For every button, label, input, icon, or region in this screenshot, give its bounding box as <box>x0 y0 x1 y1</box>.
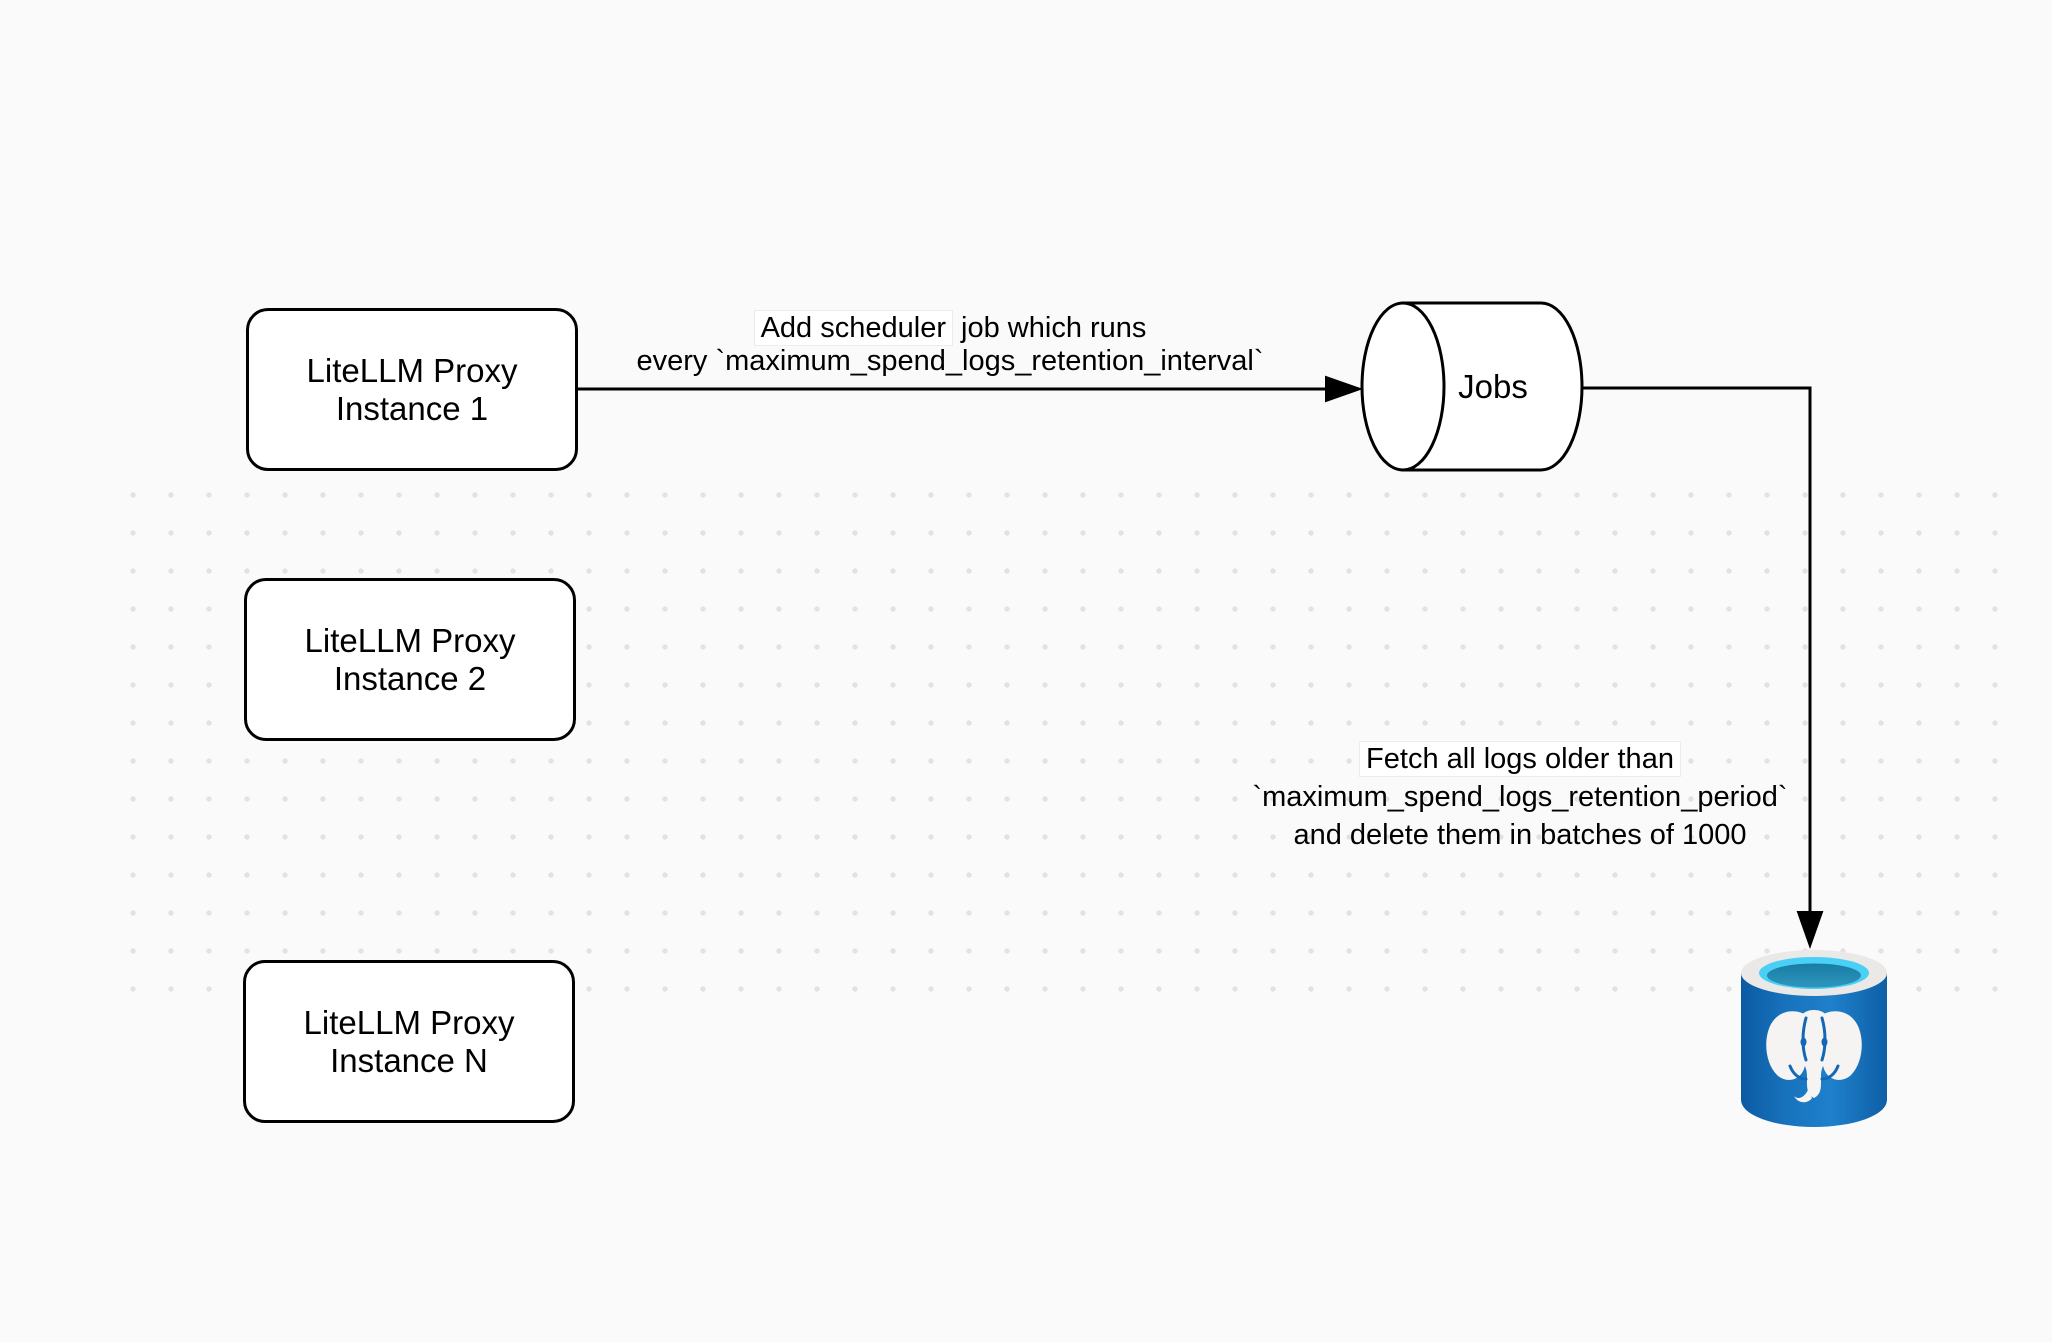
postgresql-database-icon <box>1741 950 1887 1127</box>
node-label-line: Instance N <box>330 1041 488 1079</box>
node-label-line: LiteLLM Proxy <box>304 621 516 659</box>
edge-label-scheduler-line1: Add scheduler job which runs <box>600 310 1300 346</box>
node-label-line: Instance 2 <box>333 659 487 697</box>
pg-top-liquid <box>1767 963 1861 988</box>
label-highlight-box: Fetch all logs older than <box>1359 741 1681 777</box>
edge-label-scheduler: Add scheduler job which runs every `maxi… <box>600 310 1300 378</box>
elephant-left-eye <box>1800 1037 1807 1047</box>
node-label-line: LiteLLM Proxy <box>306 351 518 389</box>
node-litellm-proxy-instance-n: LiteLLM Proxy Instance N <box>243 960 575 1123</box>
edge-label-fetch-line2: `maximum_spend_logs_retention_period` <box>1252 781 1788 813</box>
postgres-elephant-icon <box>1766 1010 1862 1103</box>
edge-label-fetch-line1: Fetch all logs older than <box>1170 740 1870 778</box>
jobs-text: Jobs <box>1458 367 1528 405</box>
node-jobs-cylinder <box>1360 301 1584 472</box>
edge-label-scheduler-line1-rest: job which runs <box>952 312 1147 344</box>
node-litellm-proxy-instance-1: LiteLLM Proxy Instance 1 <box>246 308 578 471</box>
elephant-right-eye <box>1821 1037 1828 1047</box>
edge-label-fetch-line3: and delete them in batches of 1000 <box>1293 819 1747 851</box>
dot-grid <box>114 477 2014 1009</box>
node-jobs-label: Jobs <box>1404 304 1582 469</box>
arrow-instance1-to-jobs <box>578 375 1364 403</box>
edge-label-fetch: Fetch all logs older than `maximum_spend… <box>1170 740 1870 854</box>
node-label-line: LiteLLM Proxy <box>303 1003 515 1041</box>
node-label-line: Instance 1 <box>335 389 489 427</box>
jobs-cylinder-face <box>1360 301 1446 472</box>
edge-label-scheduler-line2: every `maximum_spend_logs_retention_inte… <box>636 345 1264 377</box>
node-litellm-proxy-instance-2: LiteLLM Proxy Instance 2 <box>244 578 576 741</box>
label-highlight-box: Add scheduler <box>753 310 953 346</box>
arrow-jobs-to-postgres <box>1582 386 1824 950</box>
